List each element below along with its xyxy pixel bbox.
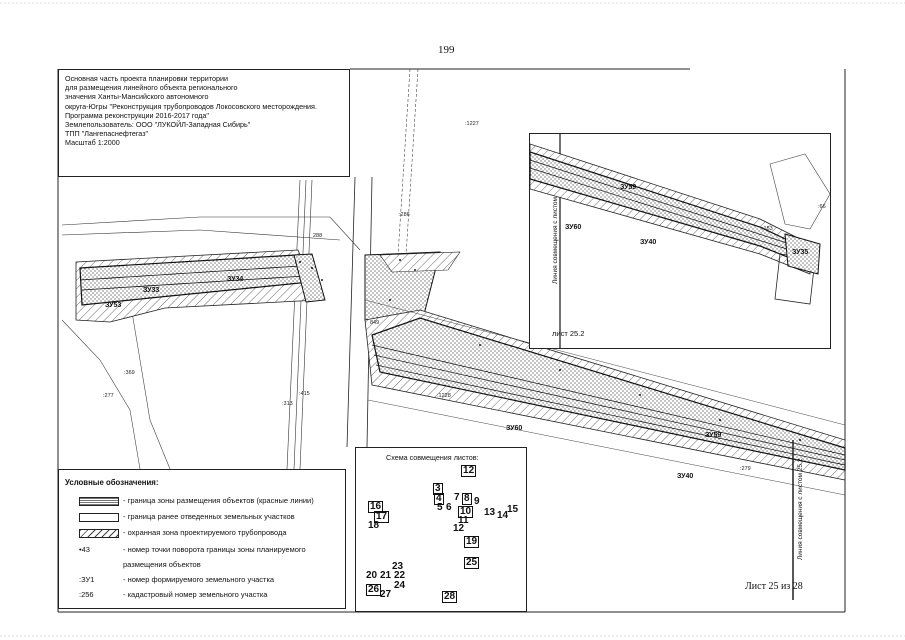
- label-zu59: ЗУ59: [705, 432, 722, 439]
- title-line: ТПП "Лангепаснефтегаз": [65, 129, 149, 139]
- title-line: Программа реконструкции 2016-2017 года": [65, 110, 209, 120]
- inset-label-zu60: ЗУ60: [565, 224, 582, 231]
- scheme-sheet[interactable]: 10: [458, 506, 474, 518]
- inset-cad-153: :153: [762, 226, 773, 232]
- scheme-sheet[interactable]: 16: [368, 501, 384, 513]
- legend-item: •43- номер точки поворота границы зоны п…: [79, 545, 306, 554]
- title-block: Основная часть проекта планировки террит…: [58, 69, 350, 177]
- legend-item: - охранная зона проектируемого трубопров…: [79, 528, 287, 538]
- cad-286: :286: [399, 212, 410, 218]
- cad-277: :277: [103, 393, 114, 399]
- scheme-sheet[interactable]: 9: [474, 496, 480, 507]
- scheme-sheet[interactable]: 11: [458, 515, 469, 526]
- scheme-sheet[interactable]: 5: [437, 502, 443, 513]
- legend-item: - граница зоны размещения объектов (крас…: [79, 496, 314, 506]
- red-line-swatch: [79, 496, 119, 506]
- sheet-footer: Лист 25 из 28: [745, 581, 803, 592]
- sheet-match-label: Линия совмещения с листом 25.2: [797, 458, 804, 560]
- cad-313: :313: [282, 401, 293, 407]
- inset-label-zu35: ЗУ35: [792, 249, 809, 256]
- scheme-sheet[interactable]: 8: [462, 493, 472, 505]
- scheme-sheet[interactable]: 15: [507, 504, 519, 515]
- sheet-scheme: Схема совмещения листов: 12 3 4 5 6 7 8 …: [355, 447, 527, 612]
- prev-parcel-swatch: [79, 512, 119, 522]
- scheme-sheet[interactable]: 23: [392, 561, 404, 572]
- inset-cad-66: :66: [818, 204, 826, 210]
- label-zu34: ЗУ34: [227, 276, 244, 283]
- scheme-sheet[interactable]: 12: [461, 465, 477, 477]
- scheme-sheet[interactable]: 27: [380, 589, 392, 600]
- scheme-sheet[interactable]: 14: [497, 510, 509, 521]
- scheme-sheet[interactable]: 25: [464, 557, 480, 569]
- legend-item: :ЗУ1- номер формируемого земельного учас…: [79, 575, 275, 584]
- cad-415: :415: [299, 391, 310, 397]
- inset-sheet-label: лист 25.2: [552, 329, 585, 338]
- label-zu33: ЗУ33: [143, 287, 160, 294]
- cad-1227: :1227: [465, 121, 479, 127]
- security-zone-swatch: [79, 528, 119, 538]
- inset-match-label: Линия совмещения с листом: [552, 197, 559, 284]
- label-zu40: ЗУ40: [677, 473, 694, 480]
- scheme-sheet[interactable]: 13: [484, 507, 496, 518]
- cad-279: :279: [740, 466, 751, 472]
- title-line: Основная часть проекта планировки террит…: [65, 74, 228, 83]
- road-edge-left: [346, 176, 356, 448]
- cad-849: 849: [370, 320, 380, 326]
- scheme-sheet[interactable]: 28: [442, 591, 458, 603]
- scheme-sheet[interactable]: 6: [446, 502, 452, 513]
- scheme-sheet[interactable]: 12: [453, 523, 465, 534]
- inset-map: [530, 134, 830, 348]
- legend: Условные обозначения: - граница зоны раз…: [58, 469, 346, 609]
- inset-label-zu59: ЗУ59: [620, 184, 637, 191]
- title-line: значения Ханты-Мансийского автономного: [65, 92, 209, 102]
- legend-item: :256- кадастровый номер земельного участ…: [79, 590, 268, 599]
- legend-item: размещения объектов: [123, 560, 201, 569]
- cad-1228: :1228: [437, 393, 451, 399]
- title-line: округа-Югры "Реконструкция трубопроводов…: [65, 101, 317, 111]
- scheme-title: Схема совмещения листов:: [386, 453, 479, 462]
- cad-288: 288: [313, 233, 323, 239]
- inset-label-zu40: ЗУ40: [640, 239, 657, 246]
- scheme-sheet[interactable]: 22: [394, 570, 406, 581]
- legend-title: Условные обозначения:: [65, 478, 159, 487]
- label-zu60: ЗУ60: [506, 425, 523, 432]
- scheme-sheet[interactable]: 18: [368, 520, 380, 531]
- page-number: 199: [438, 44, 455, 56]
- scheme-sheet[interactable]: 20: [366, 570, 378, 581]
- parcel-zu33-zu34: [79, 254, 311, 306]
- title-line: Масштаб 1:2000: [65, 138, 120, 148]
- scheme-sheet[interactable]: 24: [394, 580, 406, 591]
- inset-sheet-25-2: ЗУ59 ЗУ60 ЗУ40 ЗУ35 :66 :153 Линия совме…: [529, 133, 831, 349]
- scheme-sheet[interactable]: 26: [366, 584, 382, 596]
- scheme-sheet[interactable]: 3: [433, 483, 443, 495]
- label-zu53: ЗУ53: [105, 302, 122, 309]
- scheme-sheet[interactable]: 17: [374, 511, 390, 523]
- scheme-sheet[interactable]: 21: [380, 570, 392, 581]
- scheme-sheet[interactable]: 7: [454, 492, 460, 503]
- legend-item: - граница ранее отведенных земельных уча…: [79, 512, 295, 522]
- title-line: для размещения линейного объекта региона…: [65, 83, 238, 93]
- title-line: Землепользователь: ООО "ЛУКОЙЛ-Западная …: [65, 120, 251, 130]
- cad-369: :369: [124, 370, 135, 376]
- scheme-sheet[interactable]: 19: [464, 536, 480, 548]
- scheme-sheet[interactable]: 4: [434, 493, 444, 505]
